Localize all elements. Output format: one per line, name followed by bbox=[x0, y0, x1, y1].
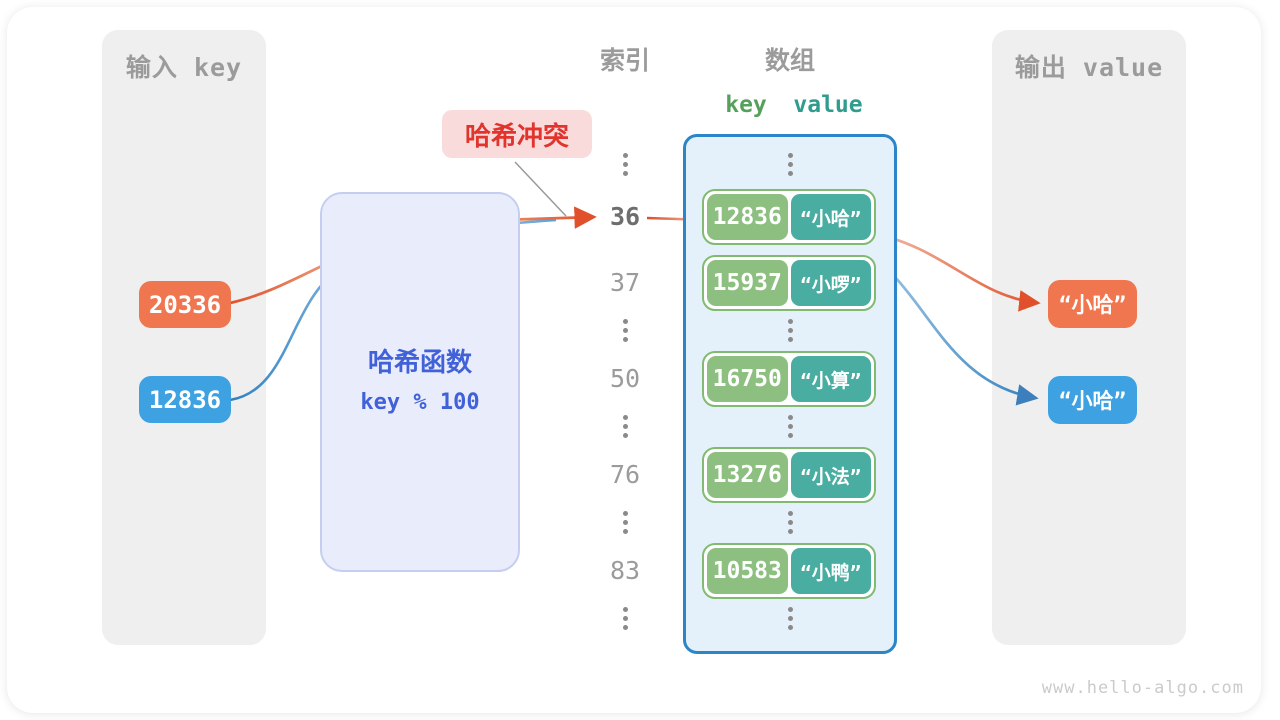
pair-value: “小算” bbox=[790, 356, 871, 402]
array-pair-row: 15937 “小啰” bbox=[702, 255, 876, 311]
array-pair-row: 13276 “小法” bbox=[702, 447, 876, 503]
output-panel-title: 输出 value bbox=[1014, 53, 1164, 82]
ellipsis-icon bbox=[787, 511, 793, 534]
ellipsis-icon bbox=[622, 511, 628, 534]
index-50: 50 bbox=[609, 364, 641, 393]
ellipsis-icon bbox=[622, 153, 628, 176]
pair-key: 13276 bbox=[707, 452, 788, 498]
pair-key: 16750 bbox=[707, 356, 788, 402]
ellipsis-icon bbox=[787, 415, 793, 438]
array-pair-row: 12836 “小哈” bbox=[702, 189, 876, 245]
input-key-12836: 12836 bbox=[139, 376, 231, 423]
hash-function-title: 哈希函数 bbox=[367, 347, 472, 377]
hash-collision-label: 哈希冲突 bbox=[442, 110, 592, 158]
index-36: 36 bbox=[609, 202, 641, 231]
ellipsis-icon bbox=[787, 319, 793, 342]
pair-value: “小啰” bbox=[790, 260, 871, 306]
index-76: 76 bbox=[609, 460, 641, 489]
pair-key: 12836 bbox=[707, 194, 788, 240]
ellipsis-icon bbox=[622, 319, 628, 342]
input-panel: 输入 key bbox=[102, 30, 266, 645]
ellipsis-icon bbox=[787, 153, 793, 176]
hash-function-box bbox=[320, 192, 520, 572]
index-column-header: 索引 bbox=[599, 46, 650, 75]
value-column-label: value bbox=[793, 92, 863, 118]
output-panel: 输出 value bbox=[992, 30, 1186, 645]
pair-value: “小哈” bbox=[790, 194, 871, 240]
array-column-header: 数组 bbox=[764, 46, 815, 75]
pair-key: 10583 bbox=[707, 548, 788, 594]
index-37: 37 bbox=[609, 268, 641, 297]
ellipsis-icon bbox=[622, 607, 628, 630]
pair-key: 15937 bbox=[707, 260, 788, 306]
index-83: 83 bbox=[609, 556, 641, 585]
array-pair-row: 16750 “小算” bbox=[702, 351, 876, 407]
pair-value: “小鸭” bbox=[790, 548, 871, 594]
input-key-20336: 20336 bbox=[139, 281, 231, 328]
hash-function-formula: key % 100 bbox=[360, 390, 480, 415]
output-value-blue: “小哈” bbox=[1048, 376, 1137, 424]
ellipsis-icon bbox=[787, 607, 793, 630]
watermark: www.hello-algo.com bbox=[1041, 678, 1244, 698]
ellipsis-icon bbox=[622, 415, 628, 438]
input-panel-title: 输入 key bbox=[125, 53, 243, 82]
output-value-orange: “小哈” bbox=[1048, 280, 1137, 328]
key-column-label: key bbox=[725, 92, 767, 118]
array-pair-row: 10583 “小鸭” bbox=[702, 543, 876, 599]
pair-value: “小法” bbox=[790, 452, 871, 498]
